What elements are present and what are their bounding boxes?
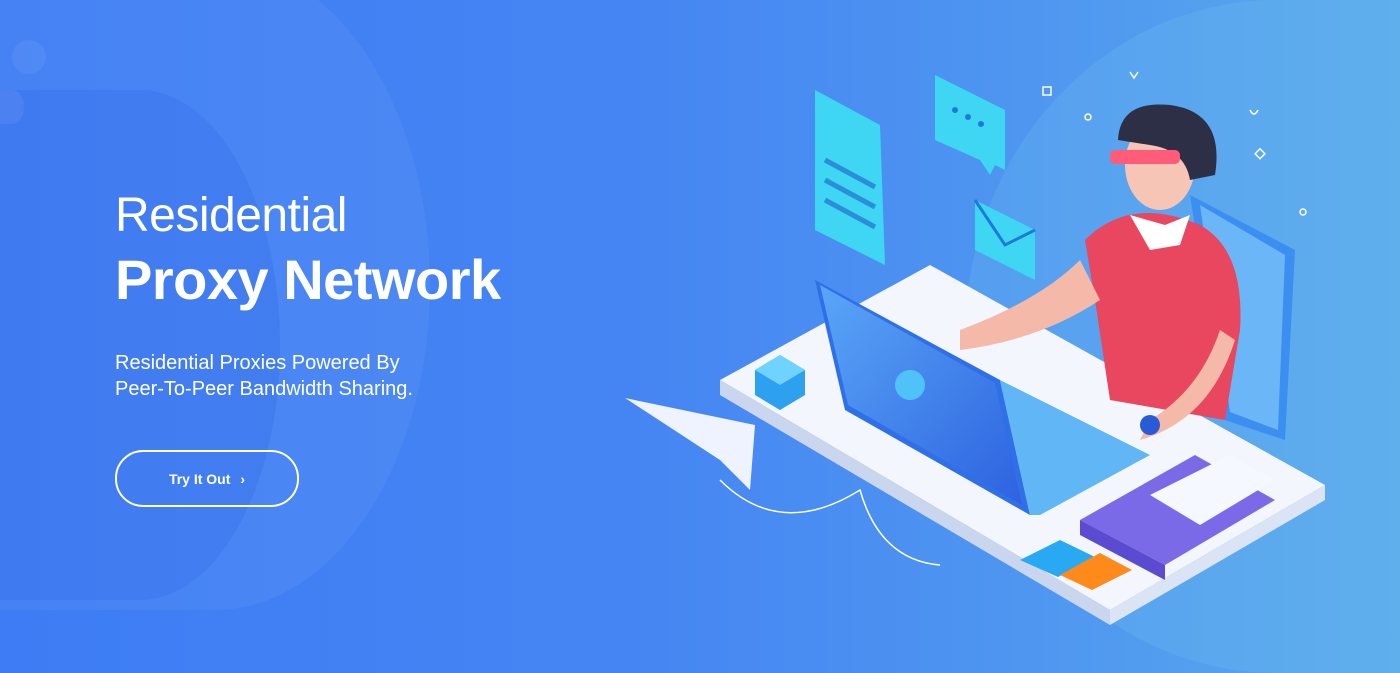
glasses [1110,150,1180,164]
person-shirt [1085,213,1241,420]
subtitle-line: Residential Proxies Powered By [115,352,400,374]
sticky-note [1020,540,1095,577]
hero-subtitle: Residential Proxies Powered By Peer-To-P… [115,350,501,402]
document-icon [815,90,885,265]
chat-bubble-icon [935,75,1005,175]
person-at-laptop-illustration [625,71,1325,625]
notepad [1150,455,1275,525]
background-circle [0,0,430,610]
laptop-keyboard [1000,380,1150,515]
person-hair [1118,104,1217,180]
button-label: Try It Out [168,470,231,487]
hero-title-bold: Proxy Network [115,248,501,311]
decorative-sparkles [1042,71,1307,216]
subtitle-line: Peer-To-Peer Bandwidth Sharing. [115,378,413,400]
background-bubble [0,90,24,124]
try-it-out-button[interactable]: Try It Out › [115,450,299,507]
paper-plane [625,398,755,490]
background-bubble [12,40,46,74]
hero-section: Residential Proxy Network Residential Pr… [115,190,501,507]
hero-title-light: Residential [115,189,347,242]
chevron-right-icon: › [240,470,246,487]
background-circle [0,90,280,600]
